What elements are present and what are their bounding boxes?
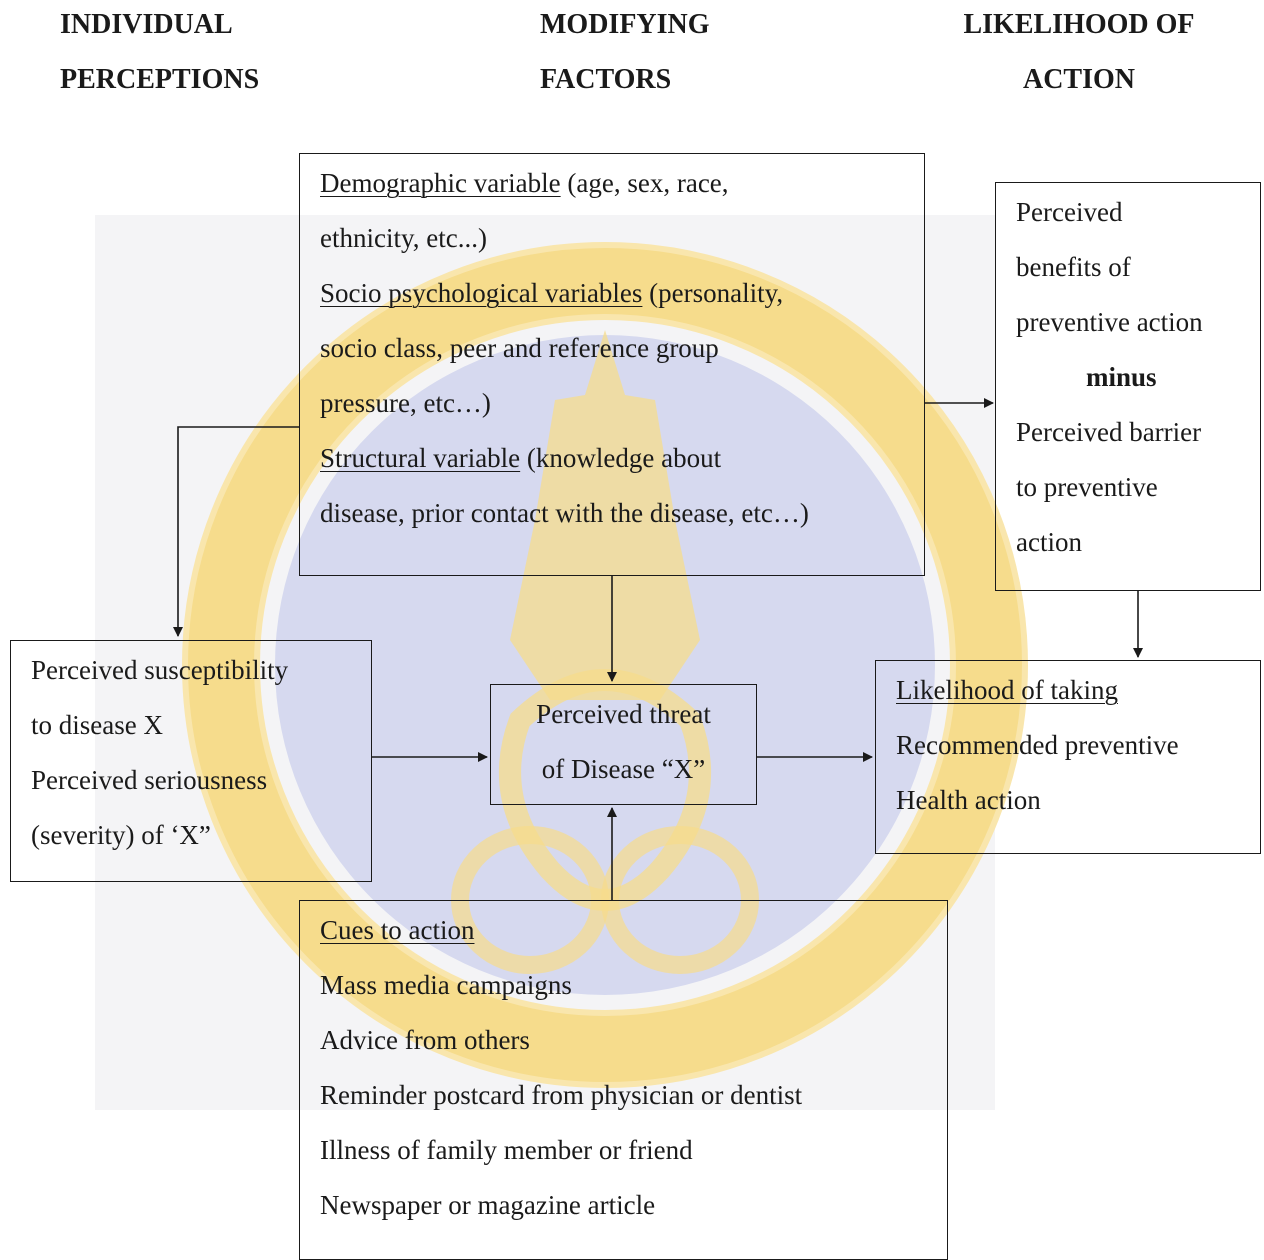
benefits-barriers-box: Perceived benefits of preventive action … xyxy=(995,182,1261,591)
cue-item: Illness of family member or friend xyxy=(320,1135,693,1165)
barrier-line-2: to preventive xyxy=(1016,472,1158,502)
socio-psychological-title: Socio psychological variables xyxy=(320,278,643,308)
socio-psychological-detail: (personality, xyxy=(642,278,784,308)
arrow-modifying-to-perceptions xyxy=(173,426,299,637)
socio-line-1: Socio psychological variables (personali… xyxy=(320,266,924,321)
likelihood-line-1: Recommended preventive xyxy=(896,730,1179,760)
header-individual-line2: PERCEPTIONS xyxy=(60,64,260,95)
seriousness-line-1: Perceived seriousness xyxy=(31,765,268,795)
demographic-line-2: ethnicity, etc...) xyxy=(320,223,487,253)
perceived-threat-box: Perceived threat of Disease “X” xyxy=(490,684,757,805)
header-individual-perceptions: INDIVIDUAL PERCEPTIONS xyxy=(60,0,259,107)
cues-title: Cues to action xyxy=(320,915,475,945)
cue-item: Newspaper or magazine article xyxy=(320,1190,656,1220)
cues-to-action-box: Cues to action Mass media campaigns Advi… xyxy=(299,900,948,1260)
demographic-variable-detail: (age, sex, race, xyxy=(560,168,729,198)
likelihood-line-2: Health action xyxy=(896,785,1041,815)
modifying-factors-box: Demographic variable (age, sex, race, et… xyxy=(299,153,925,576)
demographic-line-1: Demographic variable (age, sex, race, xyxy=(320,156,924,211)
header-likelihood-line1: LIKELIHOOD OF xyxy=(963,9,1195,40)
header-individual-line1: INDIVIDUAL xyxy=(60,9,233,40)
structural-line-2: disease, prior contact with the disease,… xyxy=(320,498,809,528)
minus-label: minus xyxy=(1086,362,1157,392)
header-modifying-line1: MODIFYING xyxy=(540,9,710,40)
benefits-line-2: benefits of xyxy=(1016,252,1131,282)
structural-line-1: Structural variable (knowledge about xyxy=(320,431,924,486)
benefits-line-1: Perceived xyxy=(1016,197,1123,227)
susceptibility-line-2: to disease X xyxy=(31,710,163,740)
header-likelihood-line2: ACTION xyxy=(1022,64,1135,95)
cue-item: Reminder postcard from physician or dent… xyxy=(320,1080,803,1110)
barrier-line-3: action xyxy=(1016,527,1082,557)
individual-perceptions-box: Perceived susceptibility to disease X Pe… xyxy=(10,640,372,882)
header-modifying-factors: MODIFYING FACTORS xyxy=(540,0,710,107)
threat-line-1: Perceived threat xyxy=(536,699,711,729)
socio-line-3: pressure, etc…) xyxy=(320,388,491,418)
demographic-variable-title: Demographic variable xyxy=(320,168,561,198)
barrier-line-1: Perceived barrier xyxy=(1016,417,1202,447)
header-modifying-line2: FACTORS xyxy=(540,64,672,95)
likelihood-action-box: Likelihood of taking Recommended prevent… xyxy=(875,660,1261,854)
cue-item: Mass media campaigns xyxy=(320,970,572,1000)
structural-variable-detail: (knowledge about xyxy=(520,443,722,473)
structural-variable-title: Structural variable xyxy=(320,443,521,473)
likelihood-title: Likelihood of taking xyxy=(896,675,1118,705)
seriousness-line-2: (severity) of ‘X” xyxy=(31,820,211,850)
cue-item: Advice from others xyxy=(320,1025,530,1055)
header-likelihood-of-action: LIKELIHOOD OF ACTION xyxy=(948,0,1210,107)
threat-line-2: of Disease “X” xyxy=(541,754,706,784)
socio-line-2: socio class, peer and reference group xyxy=(320,333,719,363)
susceptibility-line-1: Perceived susceptibility xyxy=(31,655,289,685)
benefits-line-3: preventive action xyxy=(1016,307,1203,337)
